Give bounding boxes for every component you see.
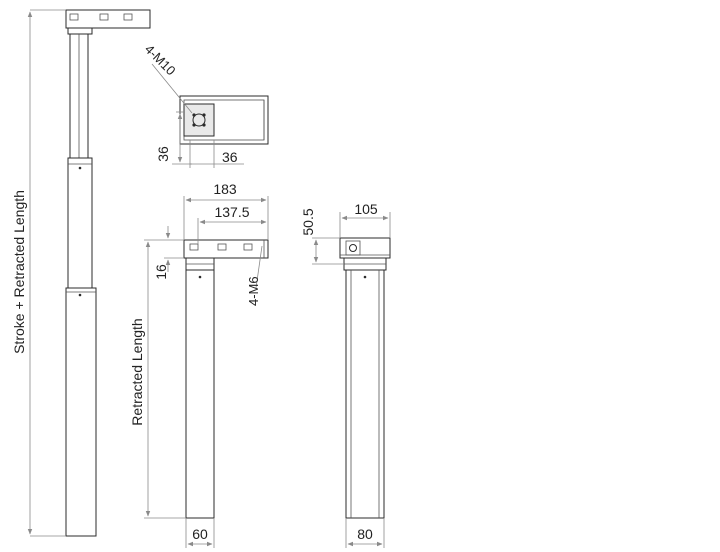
extended-column-view: Stroke + Retracted Length: [11, 9, 151, 537]
top-plate-view: 4-M10 36 36: [142, 42, 269, 168]
dim-36-horizontal: 36: [222, 149, 238, 165]
dim-80: 80: [357, 526, 373, 542]
dim-137-5: 137.5: [214, 204, 249, 220]
dim-183: 183: [213, 181, 237, 197]
retracted-length-label: Retracted Length: [129, 318, 145, 425]
dim-50-5: 50.5: [300, 208, 316, 235]
dim-36-vertical: 36: [155, 146, 171, 162]
retracted-column-side-view: 105 50.5 80: [300, 201, 391, 548]
dim-105: 105: [354, 201, 378, 217]
stroke-retracted-length-label: Stroke + Retracted Length: [11, 190, 27, 354]
dim-60: 60: [192, 526, 208, 542]
retracted-column-front-view: 183 137.5 16 4-M6 Retracted Length 60: [129, 181, 269, 548]
bolt-m10-label: 4-M10: [142, 42, 179, 79]
dim-16: 16: [153, 264, 169, 280]
bolt-m6-label: 4-M6: [246, 276, 261, 306]
